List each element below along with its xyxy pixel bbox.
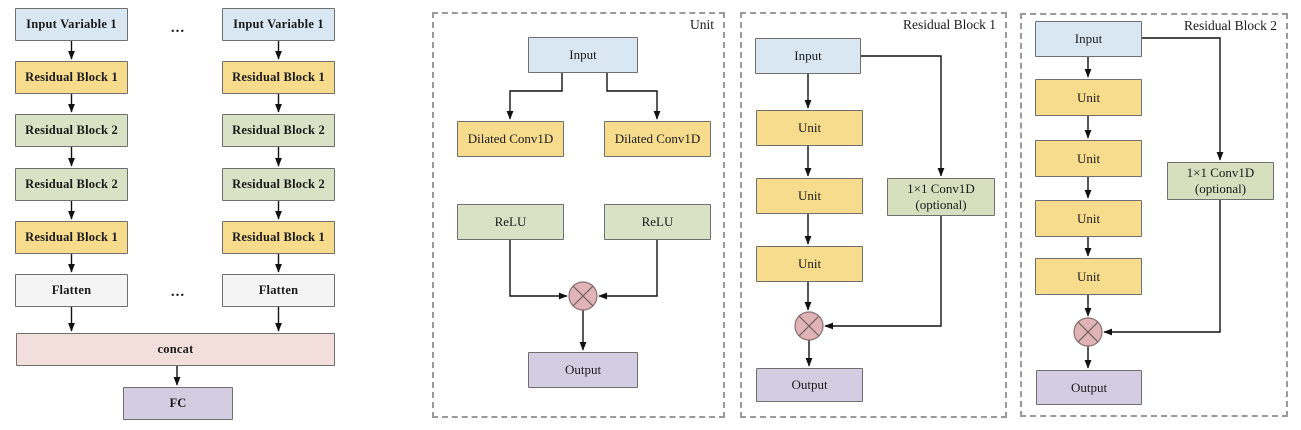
flow-node-residual-block-2a: Residual Block 2	[15, 114, 128, 147]
panel-residual-block-2: Residual Block 2	[1020, 13, 1288, 417]
flow-node-input-variable-a: Input Variable 1	[15, 8, 128, 41]
rb2-output-box: Output	[1036, 370, 1142, 405]
flow-node-fc: FC	[123, 387, 233, 420]
flow-node-concat: concat	[16, 333, 335, 366]
panel-residual-block-1: Residual Block 1	[740, 12, 1007, 418]
unit-dilated-conv-left-box: Dilated Conv1D	[457, 121, 564, 157]
rb2-1x1-conv-optional-label: (optional)	[1194, 181, 1247, 196]
panel-rb2-title: Residual Block 2	[1184, 18, 1277, 33]
flow-node-residual-block-2c: Residual Block 2	[222, 114, 335, 147]
panel-unit: Unit	[432, 12, 725, 418]
flow-node-flatten-a: Flatten	[15, 274, 128, 307]
rb2-1x1-conv-box: 1×1 Conv1D (optional)	[1167, 162, 1274, 200]
rb1-1x1-conv-label: 1×1 Conv1D	[907, 181, 975, 197]
rb1-unit-1-box: Unit	[756, 110, 863, 146]
rb1-unit-2-box: Unit	[756, 178, 863, 214]
rb1-output-box: Output	[756, 368, 863, 402]
flow-node-residual-block-1c: Residual Block 1	[222, 61, 335, 94]
panel-unit-title: Unit	[689, 17, 714, 32]
unit-output-box: Output	[528, 352, 638, 388]
rb1-unit-3-box: Unit	[756, 246, 863, 282]
rb2-input-box: Input	[1035, 21, 1142, 57]
rb2-unit-2-box: Unit	[1035, 140, 1142, 177]
rb2-unit-4-box: Unit	[1035, 258, 1142, 295]
flow-node-flatten-b: Flatten	[222, 274, 335, 307]
flow-node-input-variable-b: Input Variable 1	[222, 8, 335, 41]
unit-relu-left-box: ReLU	[457, 204, 564, 240]
flow-node-residual-block-1a: Residual Block 1	[15, 61, 128, 94]
rb1-input-box: Input	[755, 38, 861, 74]
flow-node-residual-block-1d: Residual Block 1	[222, 221, 335, 254]
rb2-unit-1-box: Unit	[1035, 79, 1142, 116]
ellipsis-top: ...	[170, 19, 186, 36]
unit-input-box: Input	[528, 37, 638, 73]
rb2-unit-3-box: Unit	[1035, 200, 1142, 237]
panel-rb1-title: Residual Block 1	[903, 17, 996, 32]
flow-node-residual-block-1b: Residual Block 1	[15, 221, 128, 254]
rb2-1x1-conv-label: 1×1 Conv1D	[1186, 165, 1255, 181]
unit-dilated-conv-right-box: Dilated Conv1D	[604, 121, 711, 157]
flow-node-residual-block-2b: Residual Block 2	[15, 168, 128, 201]
rb1-1x1-conv-optional-label: (optional)	[915, 197, 967, 212]
flow-node-residual-block-2d: Residual Block 2	[222, 168, 335, 201]
ellipsis-bottom: ...	[170, 283, 186, 300]
unit-relu-right-box: ReLU	[604, 204, 711, 240]
rb1-1x1-conv-box: 1×1 Conv1D (optional)	[887, 178, 995, 216]
